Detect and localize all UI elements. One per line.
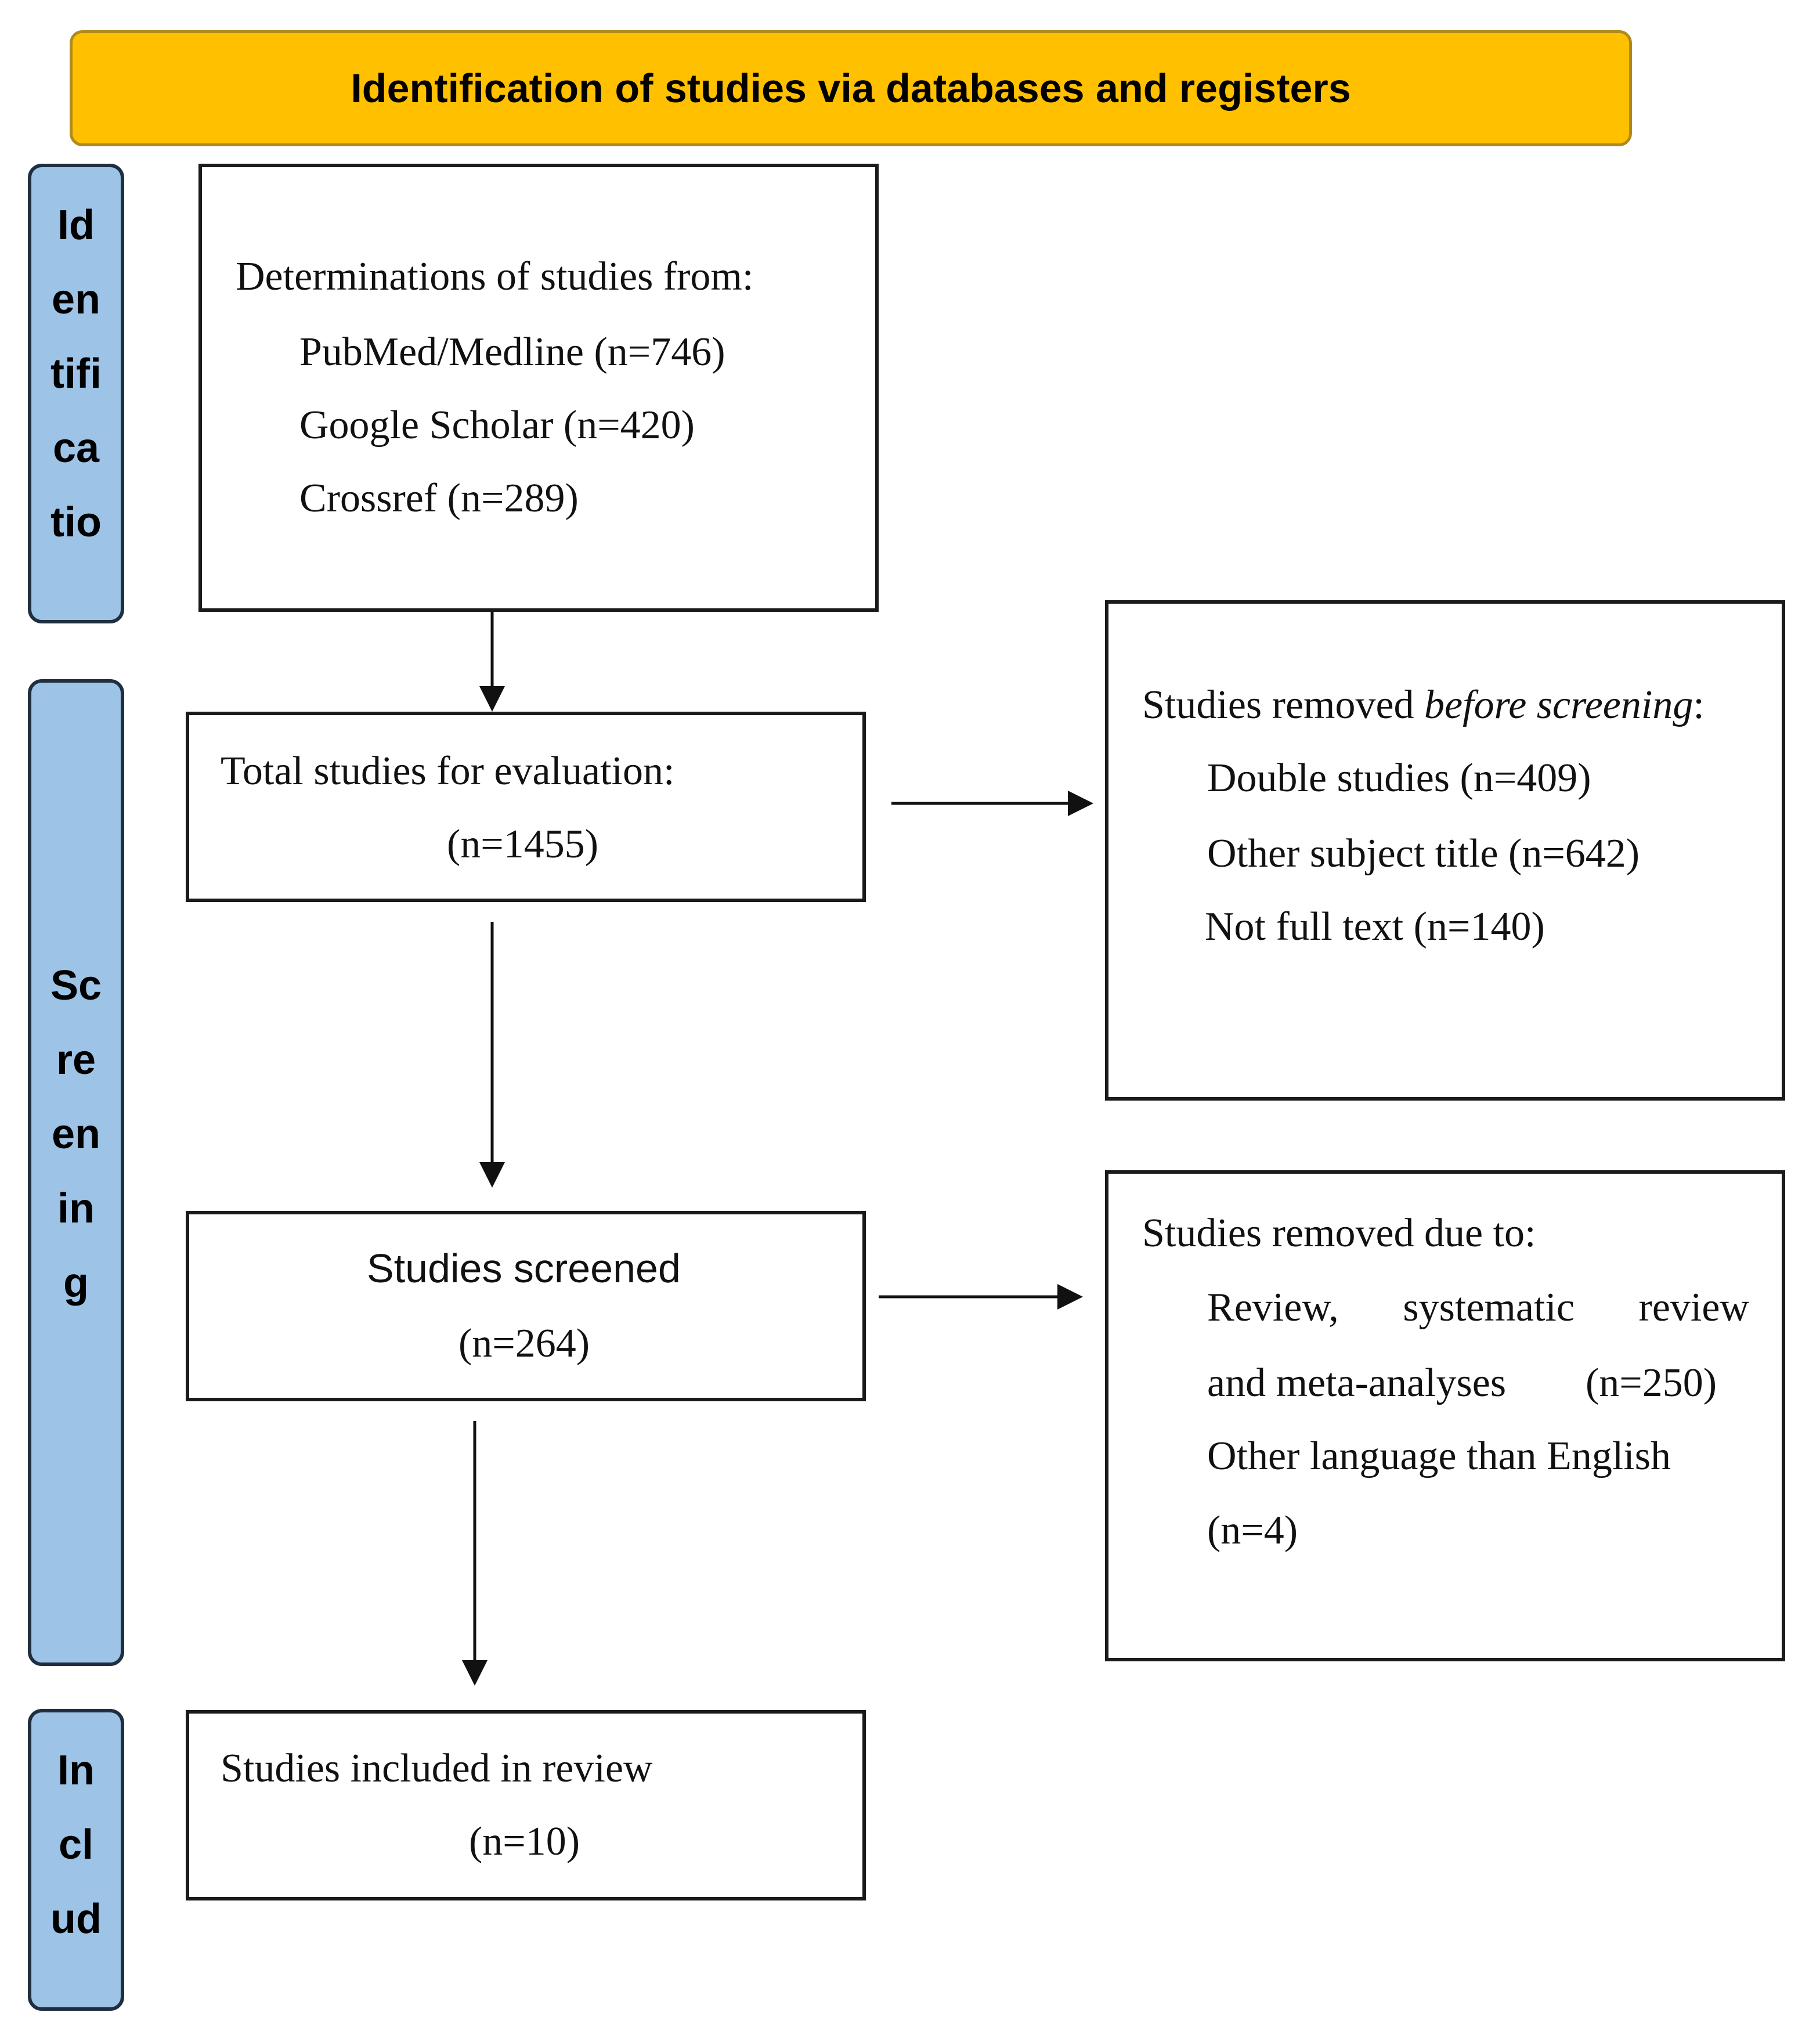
review-word: systematic [1403, 1285, 1575, 1330]
removed-meta-analyses: and meta-analyses [1207, 1361, 1507, 1405]
studies-screened-box [186, 1211, 866, 1401]
removed-other-language: Other language than English [1207, 1434, 1671, 1478]
phase-screening [28, 679, 124, 1666]
phase-identification: Id en tifi ca tio [28, 164, 124, 623]
total-studies-label: Total studies for evaluation: [221, 749, 675, 794]
phase-label-part: en [51, 1111, 101, 1157]
removed-other-subject: Other subject title (n=642) [1207, 831, 1640, 876]
removed-before-screening-box [1105, 600, 1785, 1101]
header-banner: Identification of studies via databases … [70, 30, 1632, 146]
removed-not-full-text: Not full text (n=140) [1205, 904, 1545, 949]
phase-label-part: g [63, 1260, 89, 1306]
removed-review-line: Review, systematic review [1207, 1288, 1749, 1328]
studies-included-label: Studies included in review [221, 1746, 653, 1791]
removed-before-heading: Studies removed before screening: [1142, 685, 1705, 726]
arrowhead-down-icon [479, 1162, 505, 1188]
determinations-box [198, 164, 879, 612]
phase-label-part: In [57, 1747, 95, 1794]
phase-label-part: en [51, 276, 101, 323]
source-google-scholar: Google Scholar (n=420) [299, 403, 695, 448]
studies-screened-count: (n=264) [458, 1321, 590, 1366]
phase-screening-labels: Sc re en in g [28, 949, 124, 1343]
phase-label-part: re [56, 1037, 96, 1083]
source-crossref: Crossref (n=289) [299, 476, 579, 521]
header-title: Identification of studies via databases … [351, 66, 1351, 111]
phase-label-part: tio [50, 499, 102, 546]
phase-label-part: in [57, 1185, 95, 1232]
source-pubmed: PubMed/Medline (n=746) [299, 330, 725, 374]
removed-due-heading: Studies removed due to: [1142, 1211, 1536, 1256]
studies-included-box [186, 1710, 866, 1900]
removed-before-heading-prefix: Studies removed [1142, 683, 1425, 727]
removed-meta-analyses-count: (n=250) [1586, 1361, 1717, 1405]
removed-due-to-box [1105, 1170, 1785, 1661]
arrowhead-right-icon [1068, 791, 1093, 816]
phase-label-part: tifi [50, 351, 102, 397]
review-word: review [1638, 1285, 1749, 1330]
studies-screened-label: Studies screened [367, 1246, 681, 1291]
phase-label-part: cl [58, 1822, 94, 1868]
removed-before-heading-suffix: : [1693, 683, 1705, 727]
removed-other-language-count: (n=4) [1207, 1508, 1298, 1553]
determinations-heading: Determinations of studies from: [236, 254, 754, 299]
phase-included: In cl ud [28, 1709, 124, 2011]
removed-double-studies: Double studies (n=409) [1207, 756, 1591, 800]
arrowhead-down-icon [479, 686, 505, 712]
phase-label-part: Id [57, 202, 95, 248]
arrowhead-down-icon [462, 1660, 488, 1686]
arrowhead-right-icon [1057, 1284, 1083, 1310]
removed-before-heading-italic: before screening [1424, 683, 1693, 727]
phase-label-part: Sc [50, 962, 102, 1009]
total-studies-count: (n=1455) [447, 822, 599, 867]
studies-included-count: (n=10) [469, 1819, 580, 1864]
phase-label-part: ca [52, 425, 100, 471]
total-studies-box [186, 712, 866, 902]
phase-label-part: ud [50, 1896, 102, 1942]
review-word: Review, [1207, 1285, 1339, 1330]
